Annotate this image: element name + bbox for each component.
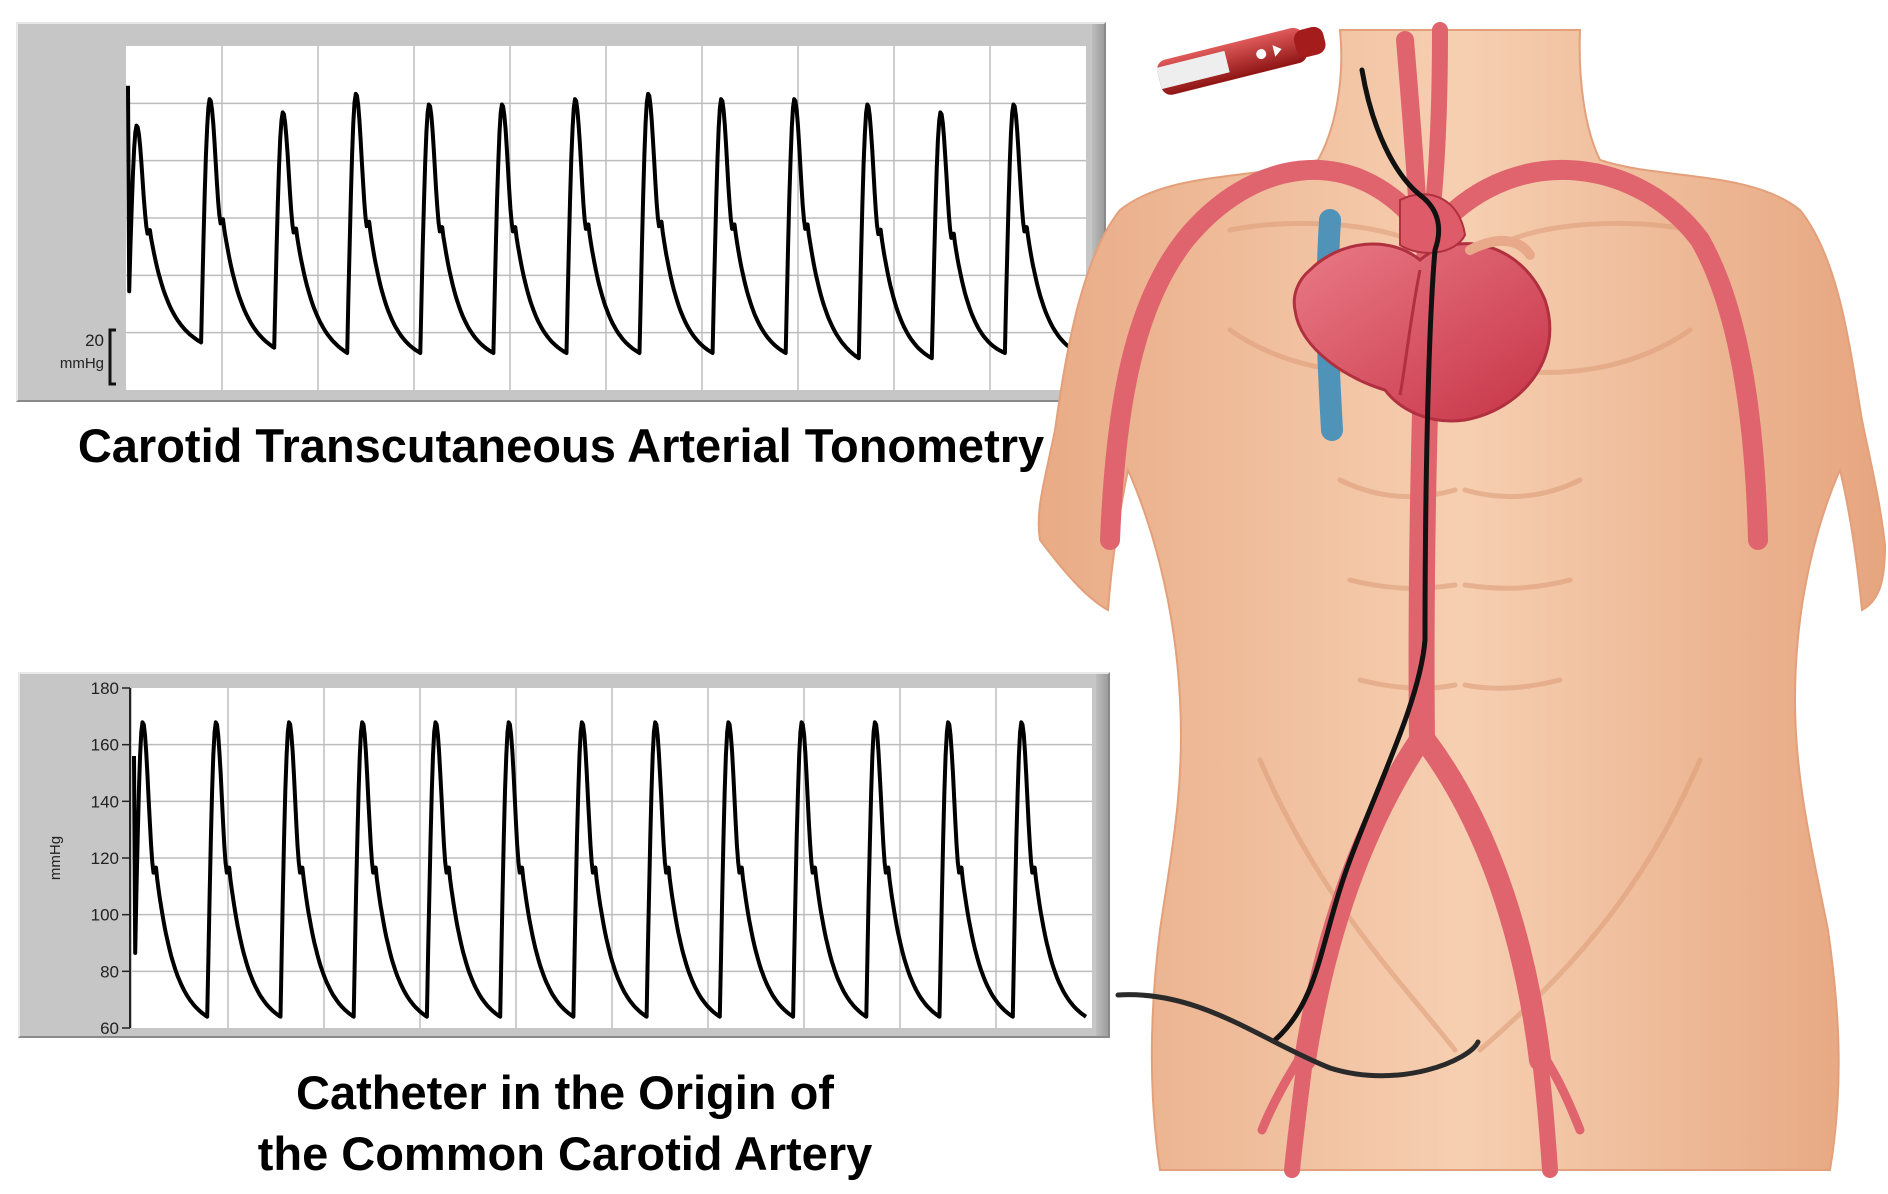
tonometry-caption: Carotid Transcutaneous Arterial Tonometr… [77,419,1045,472]
scale-bar-unit: mmHg [60,355,104,372]
y-axis: 60 80 100 120 140 160 180 mmHg [47,679,131,1038]
catheter-caption: Catheter in the Origin of the Common Car… [120,1062,1010,1184]
scale-bar-bracket [108,328,116,386]
heart [1292,193,1552,423]
anatomy-illustration [1037,22,1887,1178]
catheter-chart-panel: 60 80 100 120 140 160 180 mmHg [18,672,1110,1038]
tonometer-probe [1156,26,1326,95]
tonometry-chart-panel: 20 mmHg [16,22,1106,402]
y-tick-label: 80 [100,962,119,981]
pressure-trace [126,85,1080,361]
y-tick-label: 60 [100,1019,119,1038]
y-tick-label: 140 [91,792,119,811]
catheter-line-internal [1272,67,1442,1043]
catheter-caption-line1: Catheter in the Origin of [296,1066,834,1119]
tonometry-chart: 20 mmHg [60,46,1086,390]
y-tick-label: 100 [91,906,119,925]
pressure-trace [132,720,1088,1019]
catheter-chart: 60 80 100 120 140 160 180 mmHg [47,679,1092,1038]
scale-bar: 20 mmHg [60,328,116,386]
panel-bevel [1096,674,1108,1036]
y-tick-label: 160 [91,736,119,755]
scale-bar-value: 20 [85,331,104,350]
y-tick-label: 180 [91,679,119,698]
torso-silhouette [1037,29,1887,1171]
y-tick-label: 120 [91,849,119,868]
catheter-caption-line2: the Common Carotid Artery [257,1127,873,1180]
y-axis-label: mmHg [47,836,64,880]
